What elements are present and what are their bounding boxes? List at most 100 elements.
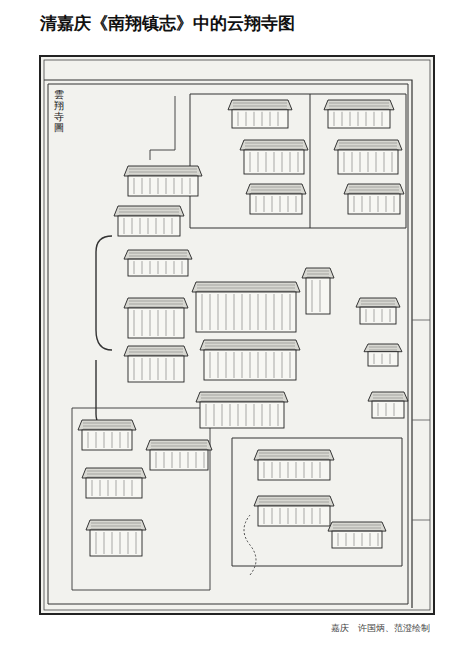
roof-tile [129,349,183,350]
building-column [358,112,359,126]
building-roof [254,496,334,506]
roof-tile [349,190,399,191]
building-body [368,352,398,366]
building-column [270,112,271,126]
building-roof [334,140,402,150]
building-column [166,310,167,336]
temple-wall [48,84,408,604]
roof-tile [339,149,397,150]
building-column [304,462,305,478]
building-roof [228,100,292,110]
building-column [262,112,263,126]
building-body [128,259,188,276]
roof-tile [339,146,397,147]
building-column [280,462,281,478]
building-column [272,196,273,212]
roof-tile [83,426,131,427]
roof-tile [129,253,187,254]
building-column [254,404,255,426]
building-column [190,178,191,194]
building-column [206,404,207,426]
roof-tile [259,453,329,454]
building-column [140,218,141,234]
building-body [196,292,296,332]
building-column [246,404,247,426]
building-column [280,196,281,212]
roof-tile [197,291,295,292]
roof-tile [329,106,389,107]
building-column [264,196,265,212]
building-column [226,294,227,330]
building-roof [124,346,188,356]
building-column [290,294,291,330]
roof-tile [361,304,395,305]
building-column [298,152,299,172]
building-body [118,216,180,236]
building-column [272,508,273,524]
building-column [382,309,383,322]
building-column [150,358,151,380]
roof-tile [333,528,381,529]
building-column [342,112,343,126]
building-column [282,352,283,378]
building-column [278,404,279,426]
building-column [266,294,267,330]
roof-tile [129,259,187,260]
building-column [172,218,173,234]
roof-tile [87,477,141,478]
building-column [164,452,165,468]
roof-tile [349,187,399,188]
building-column [158,261,159,274]
building-column [250,294,251,330]
roof-tile [151,443,207,444]
roof-tile [129,256,187,257]
roof-tile [333,531,381,532]
roof-tile [119,215,179,216]
roof-tile [369,350,397,351]
roof-tile [349,193,399,194]
building-column [174,310,175,336]
building-column [338,533,339,546]
building-column [274,152,275,172]
map-name-label: 雲翔寺圖 [54,88,64,134]
building-column [92,480,93,496]
building-column [142,261,143,274]
building-roof [368,392,408,401]
roof-tile [307,271,329,272]
roof-tile [201,401,283,402]
roof-tile [205,346,295,347]
compound-wall [190,94,406,228]
roof-tile [259,456,329,457]
building-column [104,532,105,554]
building-body [82,430,132,450]
building-column [254,112,255,126]
roof-tile [83,429,131,430]
building-column [96,532,97,554]
building-column [218,352,219,378]
building-roof [344,184,404,194]
building-column [366,309,367,322]
roof-tile [233,103,287,104]
building-roof [302,268,334,278]
roof-tile [129,172,197,173]
path-way [244,515,256,575]
building-column [264,508,265,524]
building-column [222,404,223,426]
building-column [350,112,351,126]
building-column [226,352,227,378]
roof-tile [329,109,389,110]
building-column [124,218,125,234]
building-body [128,308,184,338]
building-column [148,218,149,234]
building-column [210,352,211,378]
building-column [242,294,243,330]
roof-tile [151,446,207,447]
map-title: 清嘉庆《南翔镇志》中的云翔寺图 [40,12,295,35]
building-roof [364,344,402,352]
roof-tile [373,395,403,396]
side-wall [150,96,175,160]
building-column [182,261,183,274]
roof-tile [129,352,183,353]
building-column [264,462,265,478]
building-column [158,310,159,336]
